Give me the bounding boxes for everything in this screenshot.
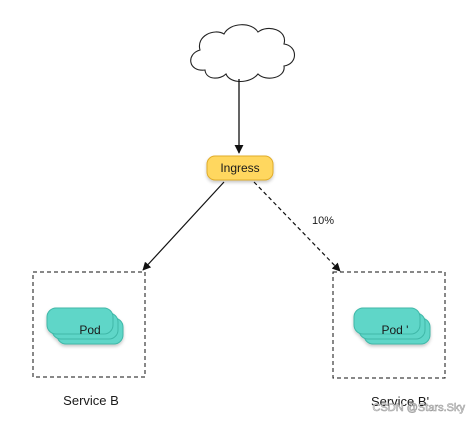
pod-card	[353, 307, 421, 335]
service-b-prime: Pod ' Service B'	[332, 271, 446, 409]
ingress-to-service-b-arrow	[142, 181, 225, 271]
ingress-label: Ingress	[220, 161, 259, 175]
service-b-prime-label: Service B'	[371, 394, 429, 409]
service-b: Pod Service B	[32, 271, 146, 408]
cloud-icon	[190, 24, 296, 83]
pod-label-b-prime: Pod '	[382, 323, 409, 337]
service-b-boundary	[32, 271, 146, 378]
service-b-prime-boundary	[332, 271, 446, 379]
watermark-text: CSDN @Stars.Sky	[373, 402, 466, 414]
pod-card	[46, 307, 114, 335]
ingress-node: Ingress	[206, 155, 274, 181]
traffic-split-label: 10%	[312, 215, 334, 227]
service-b-label: Service B	[63, 393, 119, 408]
pod-stack-b	[46, 307, 124, 345]
pod-label-b: Pod	[79, 323, 100, 337]
pod-stack-b-prime	[353, 307, 431, 345]
